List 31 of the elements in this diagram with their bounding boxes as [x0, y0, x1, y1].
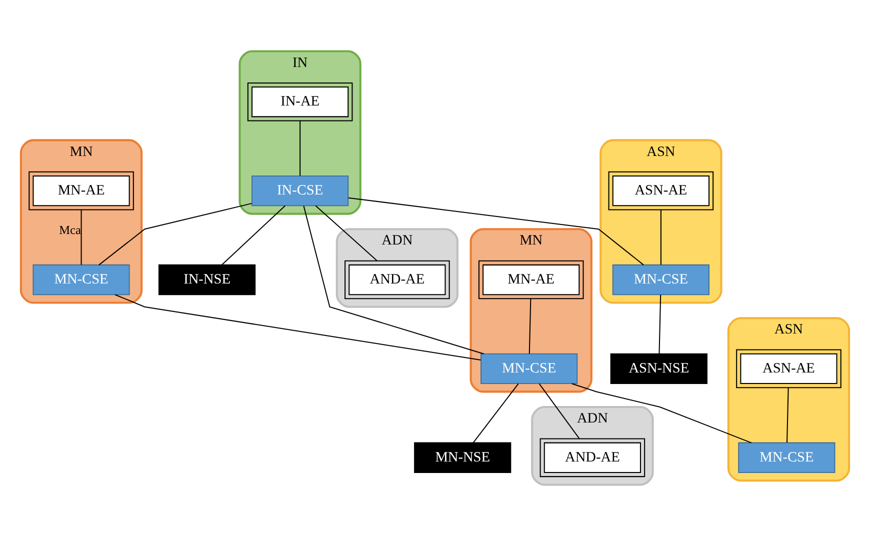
node-box: MN-AE: [478, 260, 584, 300]
connector: [303, 206, 484, 354]
node-box: MN-CSE: [738, 442, 836, 473]
node-box: MN-CSE: [32, 264, 130, 296]
node-box: ASN-NSE: [610, 353, 708, 384]
connector: [315, 205, 378, 261]
node-box: ASN-AE: [736, 349, 842, 388]
connector: [348, 197, 644, 266]
node-box: IN-AE: [247, 82, 353, 122]
node-box: ASN-AE: [608, 171, 714, 210]
node-box: MN-CSE: [612, 264, 710, 296]
node-box: IN-CSE: [252, 175, 349, 206]
node-box: AND-AE: [344, 260, 450, 300]
connector: [660, 210, 662, 265]
connector: [572, 383, 752, 444]
connector: [98, 202, 252, 266]
connector: [786, 388, 789, 443]
connector: [80, 210, 82, 265]
connector: [528, 298, 532, 354]
connector: [538, 383, 580, 439]
connector: [115, 294, 481, 361]
node-box: MN-AE: [28, 171, 134, 210]
connector: [222, 205, 286, 266]
node-box: IN-NSE: [158, 264, 256, 296]
node-box: AND-AE: [540, 438, 646, 478]
connector: [658, 294, 662, 354]
connector: [300, 120, 301, 176]
node-box: MN-NSE: [414, 442, 512, 473]
edge-label: Mca: [59, 222, 81, 237]
connector: [472, 383, 519, 443]
node-box: MN-CSE: [480, 353, 578, 384]
